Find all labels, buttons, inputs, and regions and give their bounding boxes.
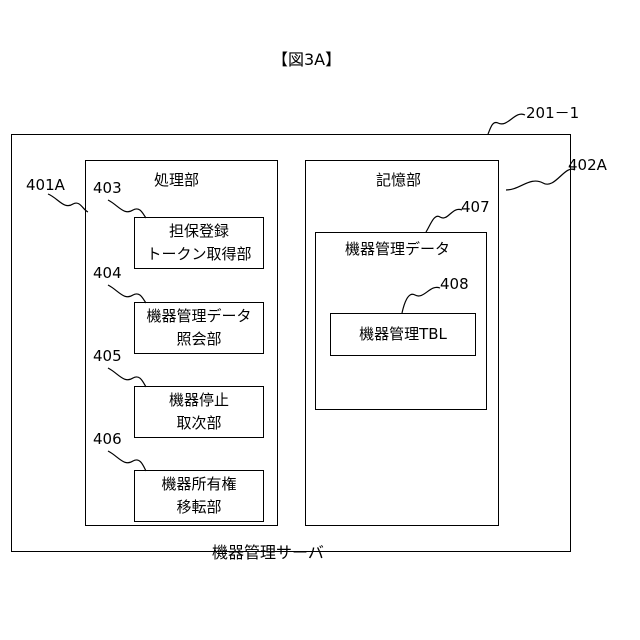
leader-408 xyxy=(402,287,440,313)
leader-403 xyxy=(108,200,146,218)
leader-401A xyxy=(48,194,88,212)
leader-407 xyxy=(426,209,462,232)
leader-405 xyxy=(108,368,146,387)
leader-406 xyxy=(108,451,146,471)
leader-402A xyxy=(506,169,575,190)
leader-404 xyxy=(108,285,146,303)
leader-201 xyxy=(488,114,525,134)
